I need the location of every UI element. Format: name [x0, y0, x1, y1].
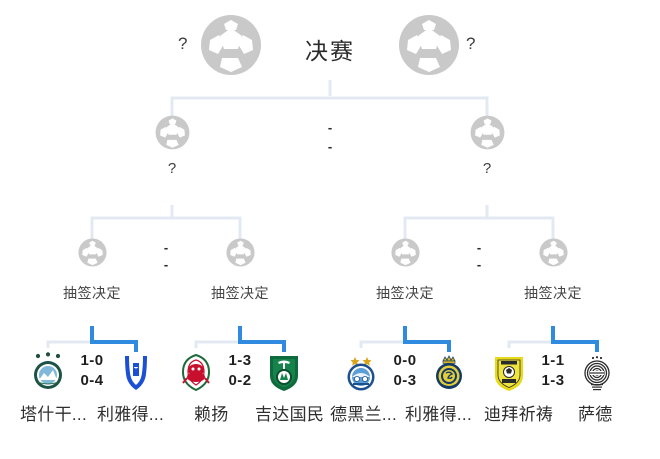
quarterfinal-2-left-label: 抽签决定 — [376, 285, 434, 301]
esteghlal-crest-icon[interactable] — [342, 352, 380, 392]
quarterfinal-1-left-ball-icon[interactable] — [78, 238, 107, 267]
quarterfinal-2-left-ball-icon[interactable] — [391, 238, 420, 267]
quarterfinal-2-score-leg1: - — [476, 240, 482, 255]
quarterfinal-2-right-label: 抽签决定 — [524, 285, 582, 301]
team-name-esteghlal: 德黑兰... — [330, 405, 397, 424]
match-3-leg2: 0-3 — [393, 372, 417, 389]
quarterfinal-1-right-ball-icon[interactable] — [226, 238, 255, 267]
final-title: 决赛 — [305, 38, 355, 64]
team-name-al-wasl: 迪拜祈祷 — [484, 405, 554, 424]
match-1-leg2: 0-4 — [80, 372, 104, 389]
team-name-al-hilal: 利雅得... — [97, 405, 164, 424]
round-of-16-match-1-score: 1-0 0-4 — [81, 351, 104, 391]
al-nassr-crest-icon[interactable] — [430, 352, 468, 392]
round-of-16-match-2-score: 1-3 0-2 — [229, 351, 252, 391]
match-4-leg2: 1-3 — [541, 372, 565, 389]
team-name-al-rayyan: 赖扬 — [194, 405, 229, 424]
match-3-leg1: 0-0 — [393, 352, 417, 369]
quarterfinal-1-right-label: 抽签决定 — [211, 285, 269, 301]
final-right-slot-placeholder: ? — [466, 34, 476, 53]
semifinal-score-leg2: - — [327, 139, 333, 154]
quarterfinal-1-left-label: 抽签决定 — [63, 285, 121, 301]
semifinal-right-slot-placeholder: ? — [482, 160, 492, 177]
al-rayyan-crest-icon[interactable] — [177, 352, 215, 392]
quarterfinal-1-score-leg1: - — [163, 240, 169, 255]
al-wasl-crest-icon[interactable] — [490, 352, 528, 392]
round-of-16-match-4[interactable]: 1-1 1-3 — [490, 349, 616, 395]
final-right-team-ball-icon[interactable] — [398, 14, 460, 76]
final-left-slot-placeholder: ? — [178, 34, 188, 53]
team-name-pakhtakor: 塔什干... — [20, 405, 87, 424]
round-of-16-match-1[interactable]: 1-0 0-4 — [29, 349, 155, 395]
round-of-16-match-3-score: 0-0 0-3 — [394, 351, 417, 391]
final-round: ? 决赛 ? — [0, 8, 660, 80]
match-4-leg1: 1-1 — [541, 352, 565, 369]
round-of-16-match-4-score: 1-1 1-3 — [542, 351, 565, 391]
quarterfinal-1-score-leg2: - — [163, 257, 169, 272]
team-name-al-sadd: 萨德 — [578, 405, 613, 424]
final-left-team-ball-icon[interactable] — [200, 14, 262, 76]
match-1-leg1: 1-0 — [80, 352, 104, 369]
round-of-16-match-2[interactable]: 1-3 0-2 — [177, 349, 303, 395]
match-2-leg2: 0-2 — [228, 372, 252, 389]
quarterfinal-2-right-ball-icon[interactable] — [539, 238, 568, 267]
round-of-16-match-3[interactable]: 0-0 0-3 — [342, 349, 468, 395]
pakhtakor-crest-icon[interactable] — [29, 352, 67, 392]
al-sadd-crest-icon[interactable] — [578, 352, 616, 392]
quarterfinal-2-score-leg2: - — [476, 257, 482, 272]
team-name-al-nassr: 利雅得... — [405, 405, 472, 424]
al-hilal-crest-icon[interactable] — [117, 352, 155, 392]
team-name-al-ahli: 吉达国民 — [255, 405, 325, 424]
semifinal-left-team-ball-icon[interactable] — [155, 115, 190, 150]
semifinal-score-leg1: - — [327, 120, 333, 135]
al-ahli-crest-icon[interactable] — [265, 352, 303, 392]
semifinal-right-team-ball-icon[interactable] — [470, 115, 505, 150]
semifinal-left-slot-placeholder: ? — [167, 160, 177, 177]
match-2-leg1: 1-3 — [228, 352, 252, 369]
